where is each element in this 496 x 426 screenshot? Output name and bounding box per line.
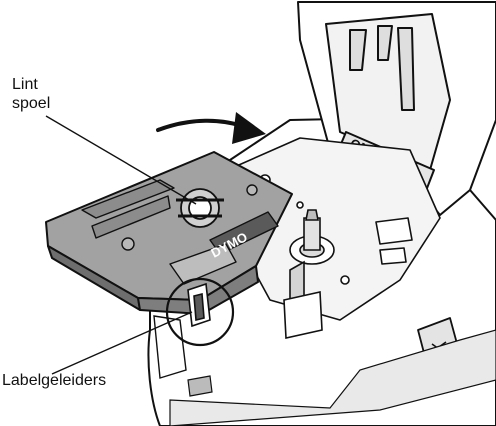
- spool-spindle: [289, 209, 335, 265]
- printer-lid: [297, 1, 496, 216]
- side-panel: [153, 315, 187, 379]
- side-slot: [187, 375, 213, 397]
- body-shading: [169, 329, 496, 426]
- label-guides-highlight-circle: [165, 277, 235, 347]
- label-cassette: [45, 151, 293, 315]
- callout-lint-spoel-line2: spoel: [12, 95, 51, 112]
- callout-line-labelgeleiders: [51, 311, 193, 375]
- callout-lint-spoel-line1: Lint: [12, 76, 38, 93]
- label-guides: [187, 282, 211, 328]
- insert-arrow-icon: [156, 112, 266, 144]
- callout-labelgeleiders: Labelgeleiders: [2, 372, 107, 389]
- roller: [283, 260, 323, 339]
- callout-line-lint-spoel: [45, 115, 197, 205]
- callout-lint-spoel: Lint spoel: [12, 75, 50, 113]
- ribbon-spool: [176, 188, 224, 228]
